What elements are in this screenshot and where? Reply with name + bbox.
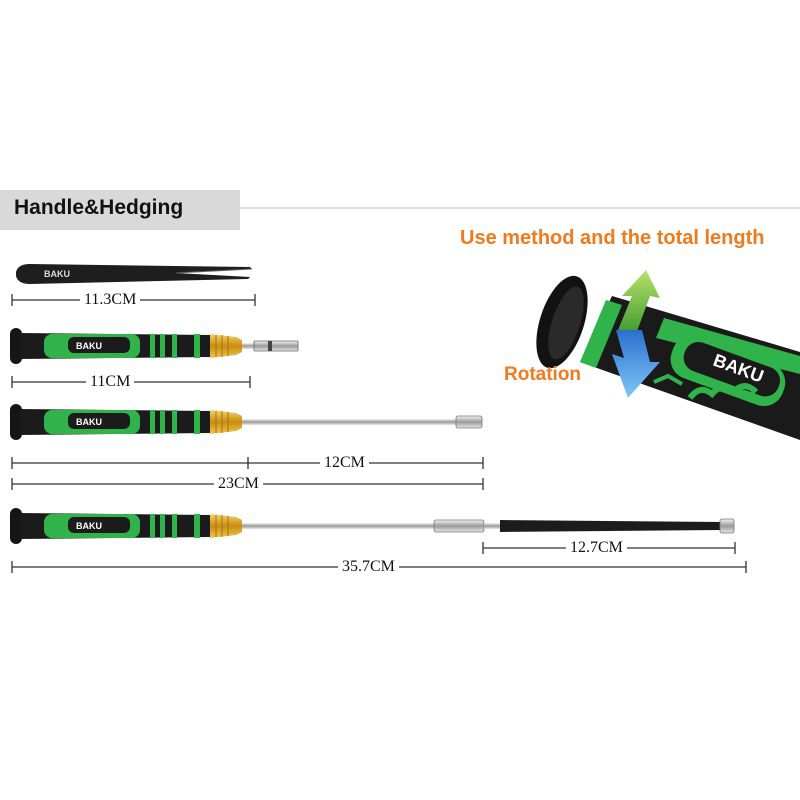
measure-screwdriver-short: 11CM <box>86 373 135 391</box>
section-banner: Handle&Hedging <box>0 190 240 230</box>
headline: Use method and the total length <box>460 227 765 249</box>
rotation-arrows-icon <box>612 270 660 398</box>
tweezers: BAKU <box>16 264 253 284</box>
section-title: Handle&Hedging <box>14 196 184 219</box>
measure-tweezers: 11.3CM <box>80 291 141 309</box>
closeup-handle: BAKU <box>536 275 800 440</box>
handle-brand: BAKU <box>76 341 102 351</box>
measure-flex-total: 35.7CM <box>338 558 399 576</box>
tweezers-brand: BAKU <box>44 269 70 279</box>
banner-divider <box>240 207 800 209</box>
measure-extended-total: 23CM <box>214 475 263 493</box>
handle-brand: BAKU <box>76 521 102 531</box>
rotation-label: Rotation <box>504 364 582 385</box>
handle-brand: BAKU <box>76 417 102 427</box>
screwdriver-flex: BAKU <box>9 507 735 545</box>
measure-flexible-shaft: 12.7CM <box>566 539 627 557</box>
measure-extension-shaft: 12CM <box>320 454 369 472</box>
screwdriver-short: BAKU <box>9 327 299 365</box>
screwdriver-extension: BAKU <box>9 403 483 441</box>
